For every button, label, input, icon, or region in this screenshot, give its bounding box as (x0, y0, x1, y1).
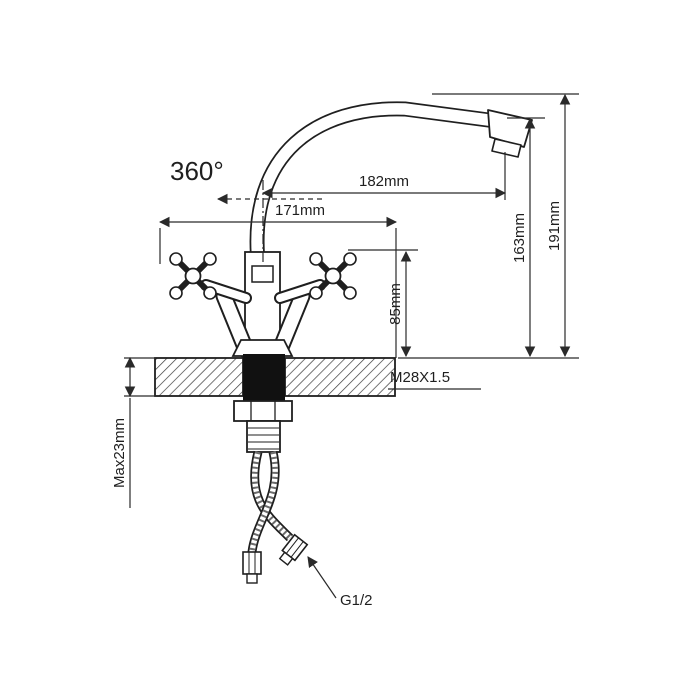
faucet-body (215, 251, 311, 359)
mounting-hardware (233, 400, 293, 453)
threaded-shank (246, 420, 281, 453)
hose-nut-right (278, 533, 309, 566)
right-handle (274, 252, 357, 304)
countertop-section (154, 354, 396, 401)
spout-aerator (491, 138, 522, 158)
dim-171-label: 171mm (275, 202, 325, 219)
hose-thread-label: G1/2 (340, 592, 373, 609)
dimension-lines (124, 93, 579, 599)
dim-85-label: 85mm (387, 283, 404, 325)
hose-nut-left (242, 551, 262, 584)
left-handle (169, 252, 252, 304)
shank-silhouette (243, 354, 285, 401)
hose-thread-leader (307, 556, 337, 599)
spout-head (487, 109, 533, 148)
dim-max23-label: Max23mm (111, 418, 128, 488)
supply-hoses (242, 450, 309, 584)
dim-182-label: 182mm (359, 173, 409, 190)
lock-nut (233, 400, 293, 422)
thread-label: M28X1.5 (390, 369, 450, 386)
body-joint (251, 265, 274, 283)
base-escutcheon (231, 339, 294, 357)
dim-191-label: 191mm (546, 201, 563, 251)
dim-163-label: 163mm (511, 213, 528, 263)
rotation-label: 360° (170, 156, 224, 186)
